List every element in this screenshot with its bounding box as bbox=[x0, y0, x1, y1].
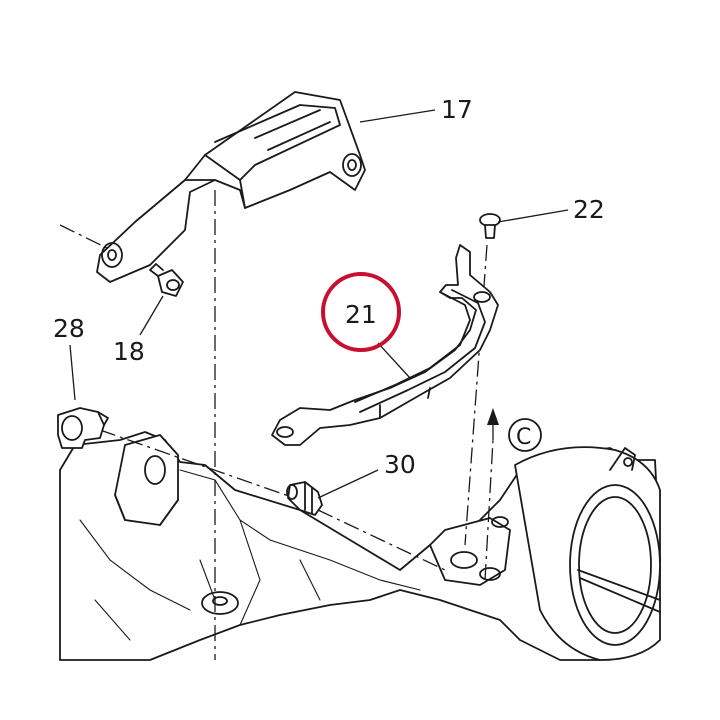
part-28-clamp bbox=[57, 407, 109, 449]
callout-21: 21 bbox=[345, 300, 377, 329]
frame-assembly bbox=[59, 431, 661, 661]
part-17-cover bbox=[96, 91, 366, 283]
part-30-plug bbox=[286, 481, 323, 516]
arrowhead-icon bbox=[487, 408, 499, 425]
part-22-screw bbox=[479, 213, 501, 239]
callout-labels: 17 18 21 22 28 30 C bbox=[53, 95, 605, 479]
assembly-lines bbox=[59, 190, 494, 660]
callout-17: 17 bbox=[441, 95, 473, 124]
callout-30: 30 bbox=[384, 450, 416, 479]
callout-18: 18 bbox=[113, 337, 145, 366]
callout-c-circle bbox=[508, 418, 542, 452]
part-18-screw bbox=[149, 263, 184, 297]
callout-c: C bbox=[516, 425, 531, 450]
leader-lines bbox=[69, 109, 569, 499]
highlight-circle-21 bbox=[321, 272, 401, 352]
callout-28: 28 bbox=[53, 314, 85, 343]
callout-22: 22 bbox=[573, 195, 605, 224]
part-21-strap bbox=[271, 244, 499, 446]
